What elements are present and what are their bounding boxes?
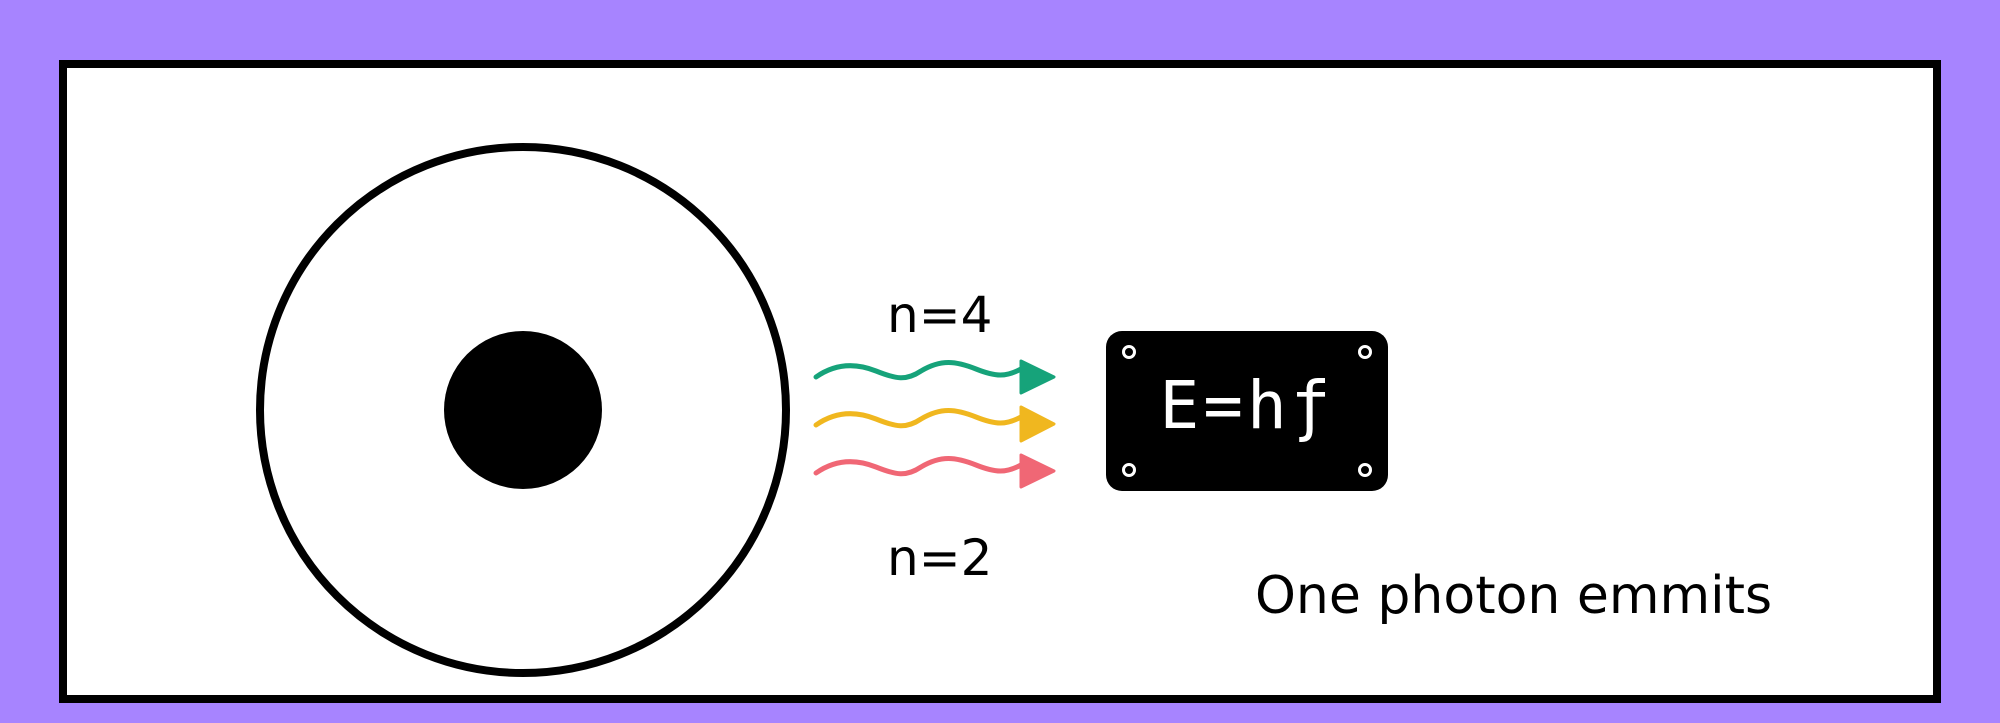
arrowhead-icon — [1019, 359, 1056, 395]
photon-wave-middle — [813, 405, 1056, 443]
formula-card: E=hƒ — [1106, 331, 1388, 491]
screw-icon — [1358, 463, 1372, 477]
caption: One photon emmits — [1255, 566, 1773, 626]
photon-energy-formula: E=hƒ — [1159, 367, 1335, 444]
screw-icon — [1122, 463, 1136, 477]
energy-level-lower-label: n=2 — [887, 529, 993, 587]
screw-icon — [1122, 345, 1136, 359]
photon-wave-bottom — [813, 453, 1056, 489]
photon-wave-top — [813, 359, 1056, 395]
arrowhead-icon — [1019, 405, 1056, 443]
arrowhead-icon — [1019, 453, 1056, 489]
energy-level-upper-label: n=4 — [887, 286, 993, 344]
screw-icon — [1358, 345, 1372, 359]
nucleus — [444, 331, 602, 489]
